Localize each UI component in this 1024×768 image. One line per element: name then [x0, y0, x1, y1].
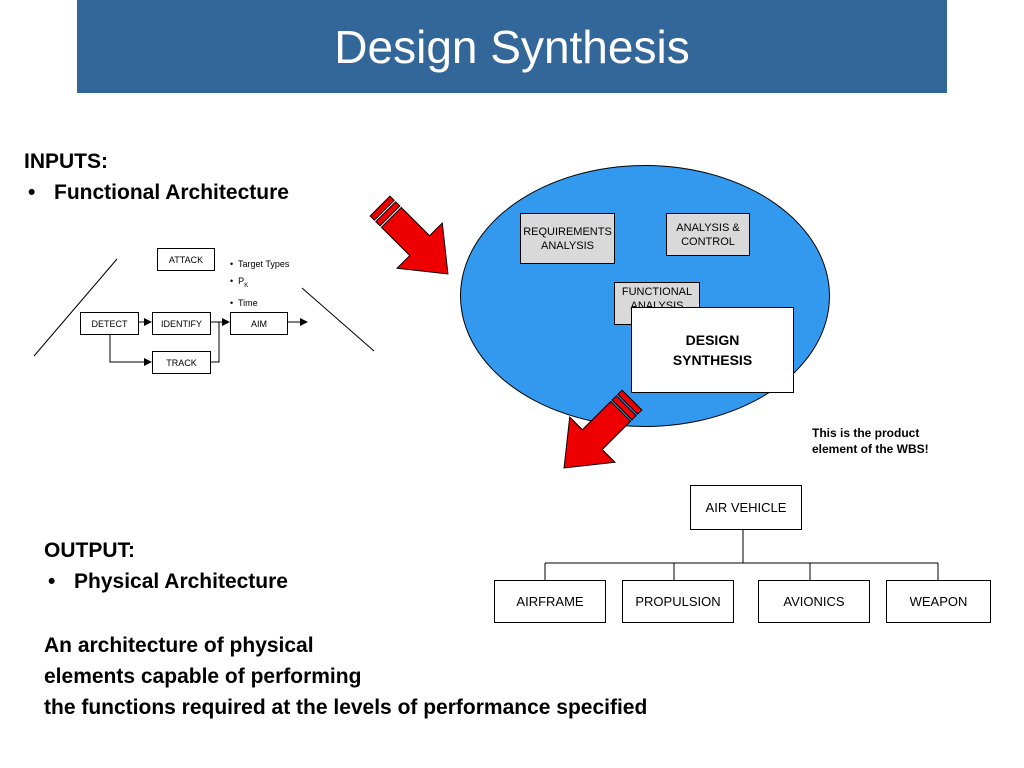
inputs-bullet-text: Functional Architecture: [54, 181, 289, 204]
output-bullet-text: Physical Architecture: [74, 570, 288, 593]
list-item: • Time: [230, 297, 258, 308]
input-arrow-icon: [369, 195, 449, 275]
output-description: An architecture of physical elements cap…: [44, 634, 648, 719]
list-item: • Target Types: [230, 259, 290, 269]
wbs-child-avionics: AVIONICS: [758, 580, 870, 623]
detect-box: DETECT: [80, 312, 139, 335]
wbs-note: This is the product element of the WBS!: [812, 426, 929, 456]
requirements-analysis-box: REQUIREMENTS ANALYSIS: [520, 213, 615, 264]
output-bullet: • Physical Architecture: [48, 570, 288, 594]
bullet-marker: •: [28, 181, 36, 204]
output-heading: OUTPUT:: [44, 539, 135, 562]
wbs-child-airframe: AIRFRAME: [494, 580, 606, 623]
slide-title: Design Synthesis: [334, 20, 690, 73]
inputs-heading: INPUTS:: [24, 150, 108, 173]
analysis-control-box: ANALYSIS & CONTROL: [666, 213, 750, 256]
list-item: • PK: [230, 276, 249, 289]
bullet-marker: •: [48, 570, 56, 593]
detect-track-arrow: [109, 333, 152, 366]
title-band: Design Synthesis: [77, 0, 947, 93]
functional-attribute-list: • Target Types • PK • Time: [230, 256, 289, 312]
inputs-bullet: • Functional Architecture: [28, 181, 289, 205]
design-synthesis-box: DESIGN SYNTHESIS: [631, 307, 794, 393]
wbs-child-weapon: WEAPON: [886, 580, 991, 623]
diagram-diagonal-right: [301, 287, 375, 352]
attack-box: ATTACK: [157, 248, 215, 271]
track-box: TRACK: [152, 351, 211, 374]
diagram-diagonal-left: [33, 258, 118, 357]
output-arrow-icon: [563, 389, 643, 469]
wbs-root-box: AIR VEHICLE: [690, 485, 802, 530]
wbs-child-propulsion: PROPULSION: [622, 580, 734, 623]
track-aim-line: [209, 322, 220, 363]
identify-box: IDENTIFY: [152, 312, 211, 335]
aim-box: AIM: [230, 312, 288, 335]
